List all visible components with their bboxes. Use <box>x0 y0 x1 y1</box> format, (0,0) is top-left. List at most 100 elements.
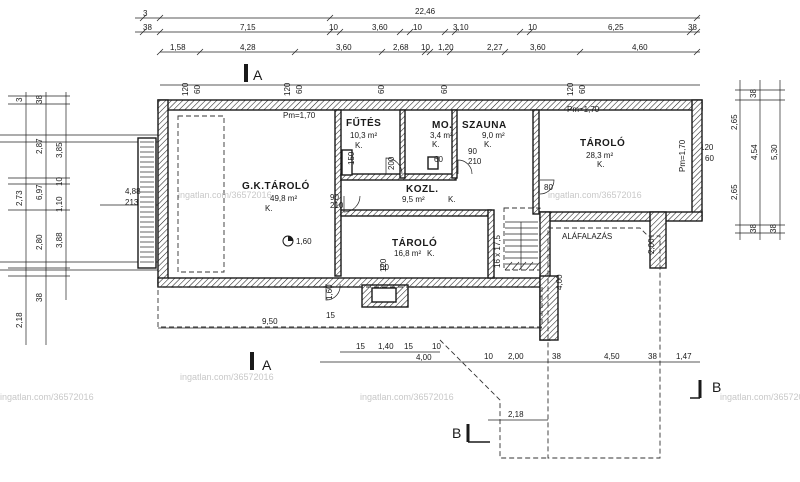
dim-d1320: 15 <box>326 311 335 320</box>
drawing-line <box>326 28 334 36</box>
drawing-line <box>426 48 434 56</box>
dim-d90b: 90 <box>468 147 477 156</box>
watermarks: ingatlan.com/36572016 ingatlan.com/36572… <box>0 190 800 402</box>
outer-walls <box>157 99 703 341</box>
dim-right-3: 60 <box>705 154 714 163</box>
watermark-4: ingatlan.com/36572016 <box>0 392 94 402</box>
room-futes-area: 10,3 m² <box>350 131 377 140</box>
dim-top-r3-1: 60 <box>193 85 202 94</box>
room-labels: G.K.TÁROLÓ 49,8 m² K. FŰTÉS 10,3 m² K. M… <box>242 116 625 258</box>
dim-d80: 80 <box>544 183 553 192</box>
room-garage-code: K. <box>265 204 273 213</box>
section-b-left: B <box>452 425 461 441</box>
dim-bottom-4: 10 <box>432 342 441 351</box>
misc-dimensions: Pm=1,70 Pm=1,70 Pm=1,70 1,60 90 210 150 … <box>282 105 687 320</box>
dim-bottom-12: 2,18 <box>508 410 524 419</box>
dim-d200: 200 <box>387 156 396 170</box>
drawing-line <box>396 28 404 36</box>
dim-top-r3-6: 120 <box>566 82 575 96</box>
drawing-line <box>139 28 147 36</box>
watermark-3: ingatlan.com/36572016 <box>180 372 274 382</box>
dim-left-7: 1,10 <box>55 196 64 212</box>
drawing-line <box>406 28 414 36</box>
dim-entry-inner: 213 <box>125 198 139 207</box>
drawing-line <box>156 28 164 36</box>
dim-bottom-2: 1,40 <box>378 342 394 351</box>
drawing-line <box>326 14 334 22</box>
dim-left-10: 38 <box>35 293 44 302</box>
room-szauna-area: 9,0 m² <box>482 131 505 140</box>
dim-d150: 150 <box>347 151 356 165</box>
drawing-line <box>196 48 204 56</box>
drawing-line <box>686 28 694 36</box>
dim-d200r: 2,00 <box>647 238 656 254</box>
room-alafalazas-name: ALÁFALAZÁS <box>562 232 612 241</box>
dim-d60: 60 <box>434 155 443 164</box>
dim-top-r1-1: 38 <box>143 23 152 32</box>
dim-top-r2-8: 4,60 <box>632 43 648 52</box>
dim-left-2: 2,87 <box>35 138 44 154</box>
drawing-line <box>516 28 524 36</box>
drawing-line <box>336 28 344 36</box>
room-garage-area: 49,8 m² <box>270 194 297 203</box>
dim-right-8: 38 <box>769 224 778 233</box>
dim-bottom-7: 2,00 <box>508 352 524 361</box>
drawing-line <box>576 48 584 56</box>
dim-bottom-6: 10 <box>484 352 493 361</box>
dim-total: 22,46 <box>415 7 436 16</box>
dim-left-9: 3,88 <box>55 232 64 248</box>
room-tarolo-mid-code: K. <box>427 249 435 258</box>
dim-top-r2-5: 1,20 <box>438 43 454 52</box>
dim-top-r1-7: 10 <box>528 23 537 32</box>
room-mo-area: 3,4 m² <box>430 131 453 140</box>
room-kozl-code: K. <box>448 195 456 204</box>
room-szauna-code: K. <box>484 140 492 149</box>
drawing-line <box>441 28 449 36</box>
left-dimensions: 3 38 2,87 3,85 6,97 2,73 10 1,10 2,80 3,… <box>8 92 70 345</box>
dim-top-r1-5: 10 <box>413 23 422 32</box>
dim-d1575: 16 x 17,5 <box>493 235 502 268</box>
room-tarolo-mid-name: TÁROLÓ <box>392 236 437 249</box>
dim-top-r2-7: 3,60 <box>530 43 546 52</box>
dim-d60b: 60 <box>380 263 389 272</box>
dim-d210: 210 <box>330 201 344 210</box>
pm-left: Pm=1,70 <box>283 111 316 120</box>
dim-bottom-3: 15 <box>404 342 413 351</box>
dim-bottom-5: 4,00 <box>416 353 432 362</box>
room-tarolo-right-area: 28,3 m² <box>586 151 613 160</box>
dim-top-r2-6: 2,27 <box>487 43 503 52</box>
dim-bottom-1: 15 <box>356 342 365 351</box>
dim-left-3: 3,85 <box>55 142 64 158</box>
room-tarolo-mid-area: 16,8 m² <box>394 249 421 258</box>
watermark-5: ingatlan.com/36572016 <box>360 392 454 402</box>
drawing-line <box>446 48 454 56</box>
dim-right-1: 2,65 <box>730 114 739 130</box>
drawing-line <box>156 14 164 22</box>
room-futes-name: FŰTÉS <box>346 116 381 129</box>
drawing-line <box>511 261 520 271</box>
dim-right-0: 38 <box>749 89 758 98</box>
drawing-line <box>291 48 299 56</box>
room-garage-name: G.K.TÁROLÓ <box>242 179 310 192</box>
staircase <box>504 221 541 271</box>
drawing-line <box>504 261 513 271</box>
watermark-2: ingatlan.com/36572016 <box>548 190 642 200</box>
dim-right-5: 5,30 <box>770 144 779 160</box>
section-a-bottom: A <box>262 357 272 373</box>
dim-right-2: 120 <box>700 143 714 152</box>
pm-right: Pm=1,70 <box>678 139 687 172</box>
section-a-top: A <box>253 67 263 83</box>
dim-top-r2-4: 10 <box>421 43 430 52</box>
drawing-line <box>532 261 541 271</box>
dim-left-8: 2,80 <box>35 234 44 250</box>
section-markers: A A B B <box>244 64 721 443</box>
drawing-line <box>139 14 147 22</box>
room-mo-name: MO. <box>432 120 452 131</box>
dim-top-r1-4: 3,60 <box>372 23 388 32</box>
dim-d120: 120 <box>379 258 388 272</box>
drawing-line <box>156 48 164 56</box>
watermark-6: ingatlan.com/36572016 <box>720 392 800 402</box>
drawing-line <box>501 48 509 56</box>
dim-right-7: 38 <box>749 224 758 233</box>
